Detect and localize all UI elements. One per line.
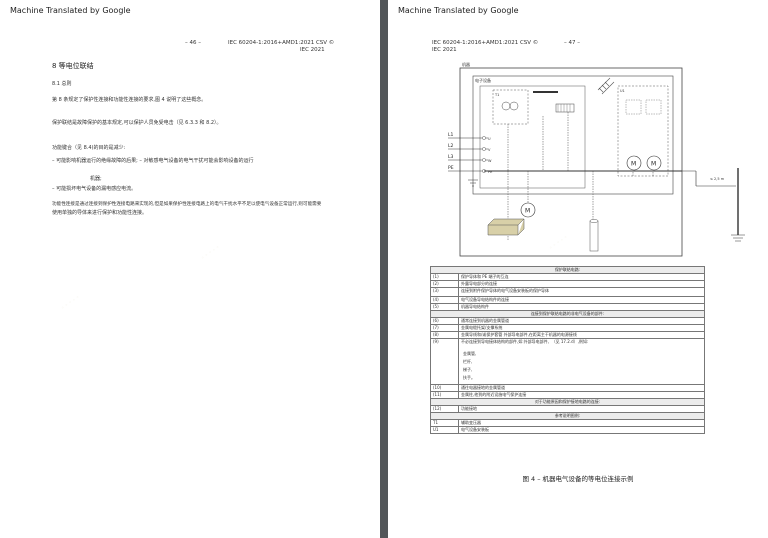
- coil: [555, 103, 575, 113]
- structural-beam: [487, 218, 525, 236]
- right-page-header: Machine Translated by Google: [398, 6, 519, 15]
- table-row: (8)金属导线和/或保护套管 外部导电部件,在距离主干机器的电源接线: [430, 331, 705, 339]
- right-page: Machine Translated by Google IEC 60204-1…: [388, 0, 768, 538]
- paragraph-1: 第 8 条规定了保护性连接和功能性连接的要求,图 4 说明了这些概念。: [52, 97, 207, 103]
- terminal-v: V: [488, 148, 491, 152]
- motor-1-symbol: M: [631, 161, 636, 168]
- bullet-1: – 可能影响机器运行的绝缘故障的后果; – 对敏感电气设备的电气干扰可能会影响设…: [52, 158, 254, 164]
- table-row: (5)机器导电结构件: [430, 303, 705, 311]
- table-row: (12)功能接地: [430, 405, 705, 413]
- label-l3: L3: [448, 154, 454, 160]
- paragraph-4: 功能性连接是通过连接到保护性连接电路来实现的,但是如果保护性连接电路上的电气干扰…: [52, 202, 322, 207]
- right-standard-line2: IEC 2021: [432, 47, 457, 53]
- equipotential-bonding-diagram: 机器 电子设备 T1 U1 M M L1: [448, 61, 745, 257]
- table-row: (6)通常连接到机器的金属管道: [430, 317, 705, 325]
- left-standard-line2: IEC 2021: [300, 47, 325, 53]
- paragraph-5: 使用单独的导体来进行保护和功能性连接。: [52, 210, 148, 216]
- label-l2: L2: [448, 143, 454, 149]
- right-standard-line1: IEC 60204-1:2016+AMD1:2021 CSV ©: [432, 40, 539, 46]
- paragraph-3: 功能键合（见 8.4)的目的是减少:: [52, 145, 126, 151]
- legend-table: 保护联结电路: (1)保护导体和 PE 端子的互连 (2)外露导电部分的连接 (…: [430, 266, 705, 434]
- tag-u1: U1: [620, 89, 625, 93]
- table-row: (7)金属电缆托架/支撑系统: [430, 324, 705, 332]
- left-standard-line1: IEC 60204-1:2016+AMD1:2021 CSV ©: [228, 40, 335, 46]
- table-row: (3)连接到附件保护导体的电气设备安装板的保护导体: [430, 287, 705, 297]
- left-page-number: – 46 –: [185, 40, 201, 46]
- panel-u1: [617, 85, 669, 177]
- right-page-number: – 47 –: [564, 40, 580, 46]
- bullet-2: – 可能损坏电气设备的漏电感应电流。: [52, 186, 137, 192]
- metal-pipe: [589, 220, 599, 252]
- label-l1: L1: [448, 132, 454, 138]
- watermark: ◦ ◦ ◦ ◦ ◦: [60, 294, 81, 312]
- transformer-t1: [492, 89, 529, 125]
- left-page-header: Machine Translated by Google: [10, 6, 131, 15]
- terminal-pe: PE: [488, 170, 492, 174]
- table-section-header: 参考说明图例:: [430, 412, 705, 420]
- table-section-header: 连接到保护联结电路的非电气设备的部件:: [430, 310, 705, 318]
- motor-3: [520, 202, 536, 218]
- motor-3-symbol: M: [525, 208, 530, 215]
- paragraph-2: 保护联结是故障保护的基本规定,可以保护人员免受电击（见 6.3.3 和 8.2）…: [52, 120, 222, 126]
- table-row: (10)通往电器接地的金属管道: [430, 384, 705, 392]
- left-page: Machine Translated by Google – 46 – IEC …: [0, 0, 380, 538]
- mounting-plate: [479, 85, 586, 189]
- external-earth: [682, 170, 736, 187]
- motor-2: [646, 155, 662, 171]
- table-row: (1)保护导体和 PE 端子的互连: [430, 273, 705, 281]
- table-row: (11)金属柱,他到的附近设施电气保护连接: [430, 391, 705, 399]
- table-row: (2)外露导电部分的连接: [430, 280, 705, 288]
- equipment-label: 电子设备: [475, 77, 491, 83]
- subsection-title: 8.1 总则: [52, 81, 72, 87]
- machine-frame: [459, 67, 683, 257]
- motor-2-symbol: M: [651, 161, 656, 168]
- tag-t1: T1: [494, 93, 499, 97]
- watermark: ◦ ◦ ◦ ◦ ◦: [200, 244, 221, 262]
- machine-label: 机器: [462, 61, 470, 67]
- terminal-u: U: [488, 137, 491, 141]
- terminal-w: W: [488, 159, 492, 163]
- equipment-box: [472, 75, 674, 195]
- bonding-lines: [507, 112, 654, 241]
- figure-caption: 图 4 – 机器电气设备的等电位连接示例: [522, 475, 634, 483]
- label-pe: PE: [448, 165, 454, 171]
- motor-1: [626, 155, 642, 171]
- section-title: 8 等电位联结: [52, 62, 94, 70]
- table-row: (9) 不必连接到导电接体结构的部件,如:外部导电部件、（见 17.2.d）,例…: [430, 338, 705, 385]
- supply-lines: [448, 137, 488, 172]
- table-row: (4)电气设备导电结构件的连接: [430, 296, 705, 304]
- bullet-2-head: 机器;: [90, 176, 102, 182]
- ladder: [597, 77, 615, 95]
- table-section-header: 对于功能原因和保护接地电路的连接:: [430, 398, 705, 406]
- distance-label: ≤ 2,5 m: [710, 177, 725, 181]
- table-section-header: 保护联结电路:: [430, 266, 705, 274]
- ground-symbol: [468, 179, 478, 187]
